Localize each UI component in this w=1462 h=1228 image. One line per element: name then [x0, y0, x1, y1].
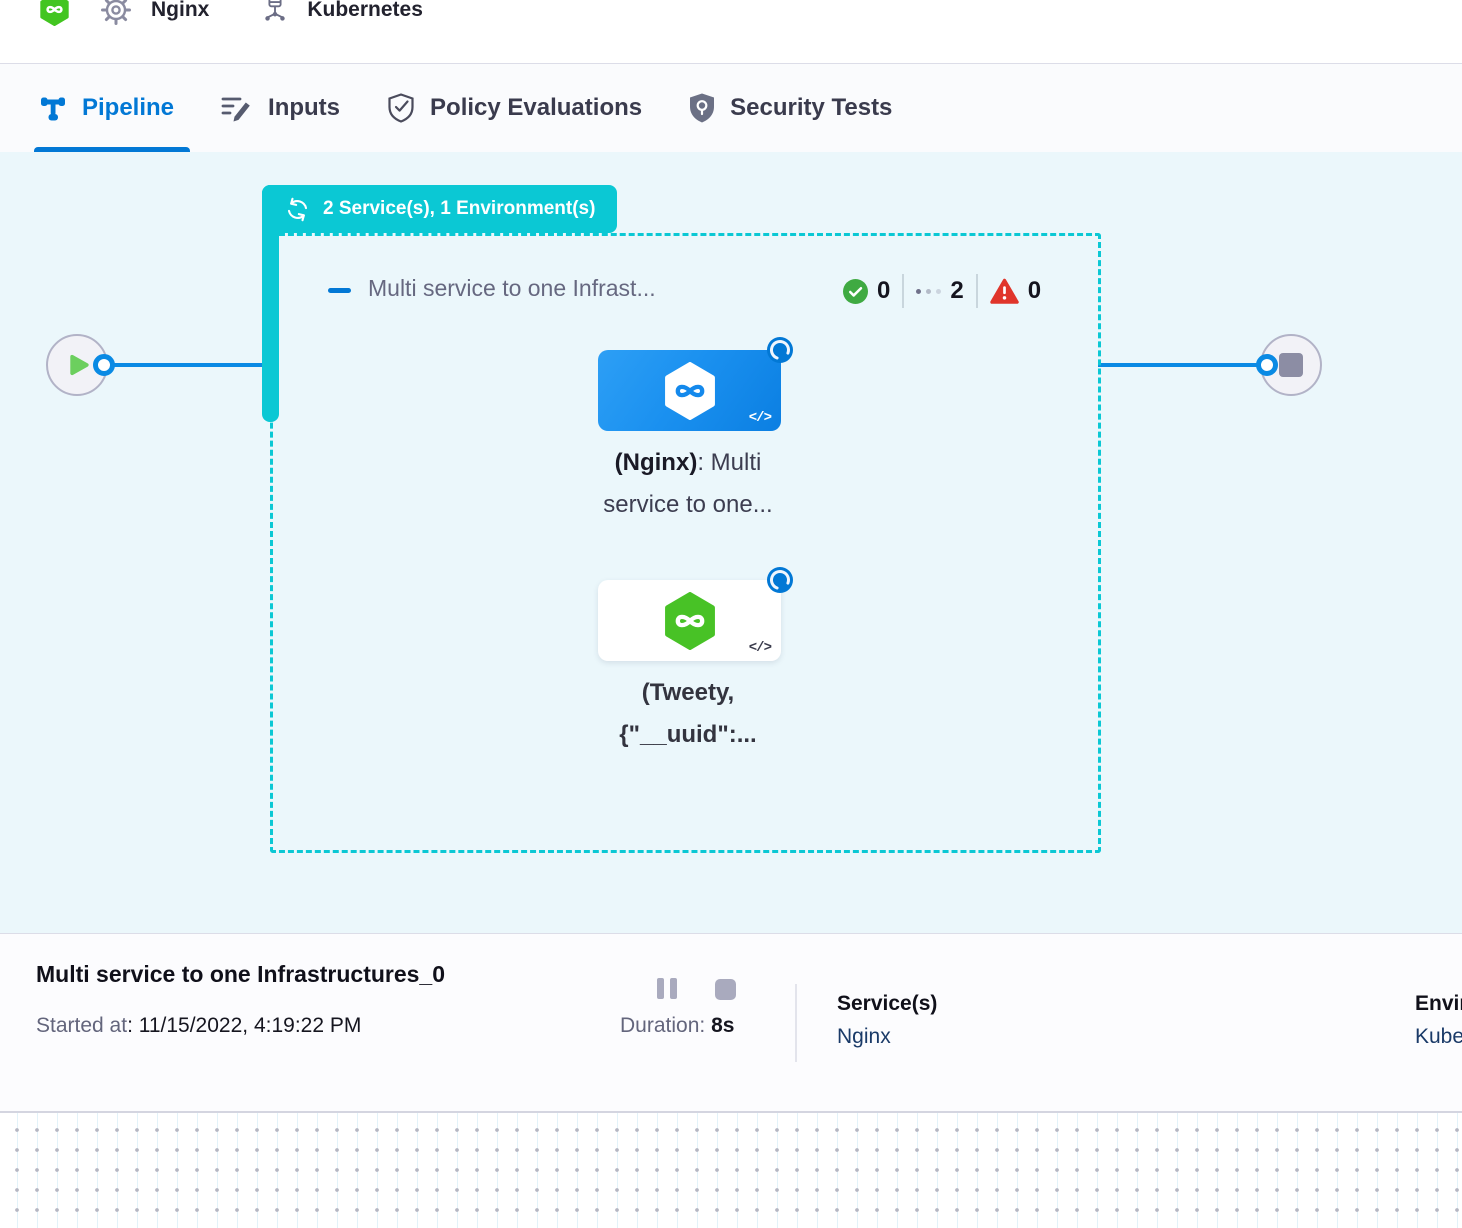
- duration: Duration: 8s: [620, 1014, 735, 1037]
- harness-service-icon: [38, 0, 71, 28]
- info-divider: [795, 984, 797, 1062]
- harness-hexagon-icon: [661, 591, 719, 650]
- running-count: 2: [950, 277, 964, 304]
- service-name-label: Nginx: [151, 0, 210, 21]
- shield-scan-icon: [688, 92, 716, 124]
- code-glyph: </>: [748, 640, 772, 656]
- pipeline-icon: [38, 93, 68, 123]
- pipeline-canvas: 2 Service(s), 1 Environment(s) Multi ser…: [0, 152, 1462, 933]
- tab-pipeline[interactable]: Pipeline: [33, 64, 191, 152]
- node-label-tweety: (Tweety, {"__uuid":...: [619, 679, 757, 748]
- pause-icon: [670, 978, 677, 999]
- environments-label: Environment(s): [1415, 992, 1462, 1015]
- code-glyph: </>: [748, 410, 772, 426]
- gear-icon: [101, 0, 131, 25]
- stage-group-badge[interactable]: 2 Service(s), 1 Environment(s): [262, 185, 618, 233]
- running-spinner-icon: [766, 336, 794, 364]
- environment-link-kubernetes[interactable]: Kubernetes: [1415, 1025, 1462, 1048]
- shield-check-icon: [386, 92, 416, 124]
- tab-policy-evaluations-label: Policy Evaluations: [430, 94, 643, 121]
- loop-arrows-icon: [284, 196, 311, 223]
- tab-security-tests-label: Security Tests: [730, 94, 893, 121]
- stop-icon: [1279, 353, 1303, 377]
- connector-line-left: [104, 363, 272, 367]
- connector-line-right: [1098, 363, 1264, 367]
- warning-triangle-icon: [989, 278, 1019, 305]
- tab-policy-evaluations[interactable]: Policy Evaluations: [386, 64, 642, 152]
- success-count: 0: [877, 277, 891, 304]
- services-label: Service(s): [837, 992, 938, 1015]
- harness-hexagon-icon: [661, 361, 719, 420]
- tab-inputs[interactable]: Inputs: [220, 64, 340, 152]
- environments-column: Environment(s) Kubernetes: [1415, 992, 1462, 1049]
- node-card-tweety[interactable]: </>: [598, 567, 793, 661]
- inputs-icon: [220, 93, 254, 123]
- play-icon: [68, 353, 90, 377]
- service-link-nginx[interactable]: Nginx: [837, 1025, 891, 1048]
- running-dots-icon: [916, 288, 942, 294]
- pause-button[interactable]: [657, 978, 677, 999]
- running-spinner-icon: [766, 566, 794, 594]
- start-connector-dot: [93, 354, 115, 376]
- console-grid-area: [0, 1111, 1462, 1228]
- node-card-nginx[interactable]: </>: [598, 337, 793, 431]
- execution-info-bar: Multi service to one Infrastructures_0 S…: [0, 933, 1462, 1111]
- tab-pipeline-label: Pipeline: [82, 94, 175, 121]
- tab-bar: Pipeline Inputs Policy Evaluations: [0, 64, 1462, 152]
- pause-icon: [657, 978, 664, 999]
- started-at: Started at: 11/15/2022, 4:19:22 PM: [36, 1014, 362, 1037]
- tab-security-tests[interactable]: Security Tests: [688, 64, 892, 152]
- execution-header: Nginx Kubernetes: [0, 0, 1462, 64]
- stage-title: Multi service to one Infrast...: [368, 275, 656, 301]
- status-separator: [975, 274, 978, 308]
- stage-group-badge-label: 2 Service(s), 1 Environment(s): [323, 198, 596, 219]
- status-separator: [902, 274, 905, 308]
- kubernetes-infra-icon: [261, 0, 289, 25]
- stage-group-box: Multi service to one Infrast... 0 2: [270, 233, 1101, 853]
- environment-name-label: Kubernetes: [307, 0, 423, 21]
- stage-status-counts: 0 2 0: [843, 274, 1041, 308]
- execution-title: Multi service to one Infrastructures_0: [36, 961, 446, 987]
- failed-count: 0: [1027, 277, 1042, 304]
- stage-group-accent-bar: [262, 185, 279, 422]
- node-label-nginx: (Nginx): Multi service to one...: [603, 449, 773, 518]
- end-connector-dot: [1256, 354, 1278, 376]
- abort-button[interactable]: [715, 979, 736, 1000]
- success-check-icon: [843, 278, 868, 304]
- collapse-stage-button[interactable]: [328, 288, 351, 293]
- tab-inputs-label: Inputs: [268, 94, 341, 121]
- services-column: Service(s) Nginx: [837, 992, 937, 1049]
